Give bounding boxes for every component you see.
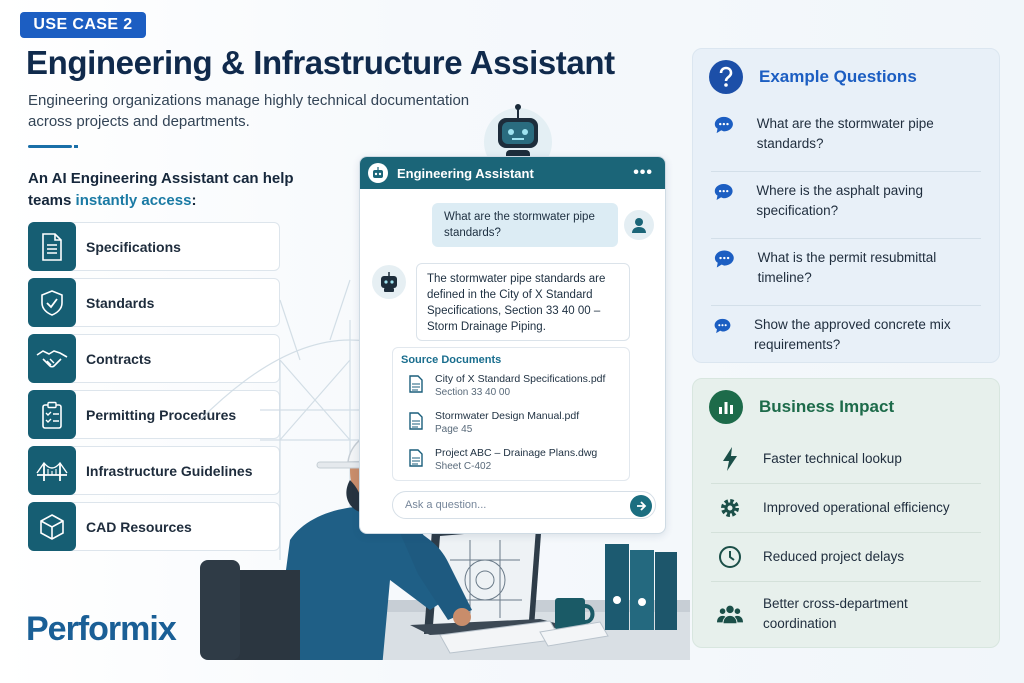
user-avatar-icon [624,210,654,240]
help-text-lead: An AI Engineering Assistant can help tea… [28,170,294,209]
business-impact-header: Business Impact [693,379,999,435]
divider-dot [74,145,78,148]
source-name: City of X Standard Specifications.pdf [435,373,606,385]
help-text-colon: : [191,192,197,209]
resource-label: Contracts [86,350,152,367]
bar-chart-icon [709,390,743,424]
help-text-accent: instantly access [75,192,192,209]
send-button[interactable] [630,495,652,517]
question-mark-icon [709,60,743,94]
divider [28,145,72,148]
clipboard-checklist-icon [28,390,76,439]
resource-item-standards[interactable]: Standards [28,278,280,327]
lightning-icon [717,446,743,472]
cube-icon [28,502,76,551]
business-impact-item: Reduced project delays [711,533,981,582]
example-question-text: Show the approved concrete mix requireme… [754,317,951,352]
example-question-item[interactable]: Where is the asphalt paving specificatio… [711,172,981,239]
file-icon [409,412,423,430]
example-questions-header: Example Questions [693,49,999,105]
resource-item-specifications[interactable]: Specifications [28,222,280,271]
example-question-item[interactable]: What are the stormwater pipe standards? [711,105,981,172]
business-impact-title: Business Impact [759,397,895,416]
source-detail: Sheet C-402 [435,461,492,472]
chat-bubble-icon [714,250,734,268]
chat-bubble-icon [714,318,731,334]
business-impact-text: Improved operational efficiency [763,500,950,515]
bot-message: The stormwater pipe standards are define… [416,263,630,341]
binders [605,544,677,630]
chat-bubble-icon [714,183,733,201]
handshake-icon [28,334,76,383]
chat-title: Engineering Assistant [397,165,534,181]
resource-label: Standards [86,294,155,311]
clock-icon [717,545,743,569]
bot-icon [368,163,388,183]
business-impact-text: Better cross-department coordination [763,596,908,631]
chat-window: Engineering Assistant ••• What are the s… [359,156,666,534]
resource-item-permitting[interactable]: Permitting Procedures [28,390,280,439]
example-questions-panel: Example Questions What are the stormwate… [692,48,1000,363]
example-questions-title: Example Questions [759,67,917,86]
source-documents-title: Source Documents [401,354,502,366]
document-icon [28,222,76,271]
performix-logo: Performix [26,610,177,649]
resource-item-cad[interactable]: CAD Resources [28,502,280,551]
user-message: What are the stormwater pipe standards? [432,203,618,247]
help-text: An AI Engineering Assistant can help tea… [28,168,318,212]
shield-check-icon [28,278,76,327]
source-name: Project ABC – Drainage Plans.dwg [435,447,598,459]
business-impact-text: Faster technical lookup [763,451,902,466]
resource-list: Specifications Standards Contracts Permi… [28,222,280,558]
engineer-illustration [200,279,690,660]
business-impact-item: Faster technical lookup [711,435,981,484]
bridge-icon [28,446,76,495]
bot-avatar-icon [372,265,406,299]
file-icon [409,375,423,393]
file-icon [409,449,423,467]
business-impact-item: Better cross-department coordination [711,582,981,646]
resource-item-infrastructure[interactable]: Infrastructure Guidelines [28,446,280,495]
chat-bubble-icon [714,116,733,134]
source-detail: Section 33 40 00 [435,387,511,398]
page-subtitle: Engineering organizations manage highly … [28,92,470,130]
robot-avatar-icon [484,104,552,170]
chat-menu-button[interactable]: ••• [633,164,653,181]
example-question-text: What is the permit resubmittal timeline? [757,250,937,285]
source-name: Stormwater Design Manual.pdf [435,410,580,422]
business-impact-item: Improved operational efficiency [711,484,981,533]
example-question-item[interactable]: What is the permit resubmittal timeline? [711,239,981,306]
example-question-text: Where is the asphalt paving specificatio… [756,183,923,218]
business-impact-text: Reduced project delays [763,549,905,564]
logo-text: Performix [26,610,177,648]
coffee-mug [555,598,595,630]
people-icon [717,603,743,625]
arrow-right-icon [637,501,647,511]
page-title: Engineering & Infrastructure Assistant [26,44,615,81]
example-question-item[interactable]: Show the approved concrete mix requireme… [711,306,981,373]
resource-label: CAD Resources [86,518,192,535]
chat-input[interactable]: Ask a question... [392,491,656,519]
resource-item-contracts[interactable]: Contracts [28,334,280,383]
source-detail: Page 45 [435,424,473,435]
use-case-badge: USE CASE 2 [20,12,146,38]
example-question-text: What are the stormwater pipe standards? [756,116,934,151]
chat-header: Engineering Assistant ••• [360,157,665,189]
source-documents: Source Documents City of X Standard Spec… [392,347,630,481]
business-impact-panel: Business Impact Faster technical lookup … [692,378,1000,648]
resource-label: Specifications [86,238,181,255]
resource-label: Infrastructure Guidelines [86,462,253,479]
resource-label: Permitting Procedures [86,406,237,423]
gear-icon [717,496,743,520]
rolled-blueprints [439,620,609,654]
